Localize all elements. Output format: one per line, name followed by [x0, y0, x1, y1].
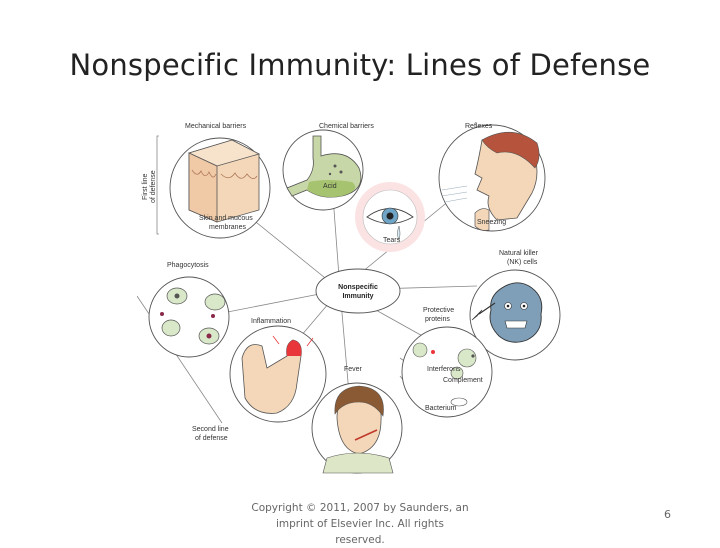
- label-interferons: Interferons: [427, 366, 461, 373]
- nk-cell-illustration: [471, 282, 543, 343]
- label-nk-line2: (NK) cells: [507, 259, 538, 266]
- label-tears: Tears: [383, 237, 401, 244]
- label-first-line-1: First line: [142, 173, 149, 200]
- lines-of-defense-diagram: Mechanical barriers Skin and mucous memb…: [137, 118, 571, 484]
- eye-illustration: [366, 207, 414, 241]
- slide-title: Nonspecific Immunity: Lines of Defense: [69, 48, 651, 82]
- label-mechanical-barriers: Mechanical barriers: [185, 123, 247, 130]
- center-label-line1: Nonspecific: [338, 284, 378, 291]
- inflamed-thumb-illustration: [241, 335, 314, 414]
- copyright-footer: Copyright © 2011, 2007 by Saunders, an i…: [250, 500, 470, 548]
- label-first-line-2: of defense: [150, 170, 157, 203]
- copyright-line1: Copyright © 2011, 2007 by Saunders, an: [251, 502, 469, 514]
- label-inflammation: Inflammation: [251, 318, 291, 325]
- label-skin-line1: Skin and mucous: [199, 215, 253, 222]
- phagocytosis-illustration: [160, 287, 226, 345]
- first-line-bracket: [156, 135, 159, 235]
- label-second-line-1: Second line: [192, 426, 229, 433]
- label-acid: Acid: [323, 183, 337, 190]
- diagram-canvas: Mechanical barriers Skin and mucous memb…: [137, 123, 561, 474]
- label-sneezing: Sneezing: [477, 219, 506, 226]
- center-label-line2: Immunity: [342, 293, 373, 300]
- label-nk-line1: Natural killer: [499, 250, 539, 257]
- label-bacterium: Bacterium: [425, 405, 457, 412]
- label-fever: Fever: [344, 366, 363, 373]
- phagocytosis-circle: [148, 276, 230, 358]
- sneezing-face-illustration: [441, 131, 540, 231]
- label-protective-line2: proteins: [425, 316, 450, 323]
- fever-child-illustration: [322, 385, 394, 474]
- label-complement: Complement: [443, 377, 483, 384]
- protective-proteins-illustration: [412, 342, 477, 407]
- label-skin-line2: membranes: [209, 224, 246, 231]
- center-ellipse: [315, 268, 401, 314]
- skin-block-illustration: [187, 139, 261, 223]
- copyright-line2: imprint of Elsevier Inc. All rights rese…: [275, 518, 445, 546]
- stomach-illustration: [286, 135, 362, 198]
- label-chemical-barriers: Chemical barriers: [319, 123, 374, 130]
- label-second-line-2: of defense: [195, 435, 228, 442]
- label-protective-line1: Protective: [423, 307, 454, 314]
- page-number: 6: [664, 508, 671, 521]
- label-phagocytosis: Phagocytosis: [167, 262, 209, 269]
- label-reflexes: Reflexes: [465, 123, 493, 130]
